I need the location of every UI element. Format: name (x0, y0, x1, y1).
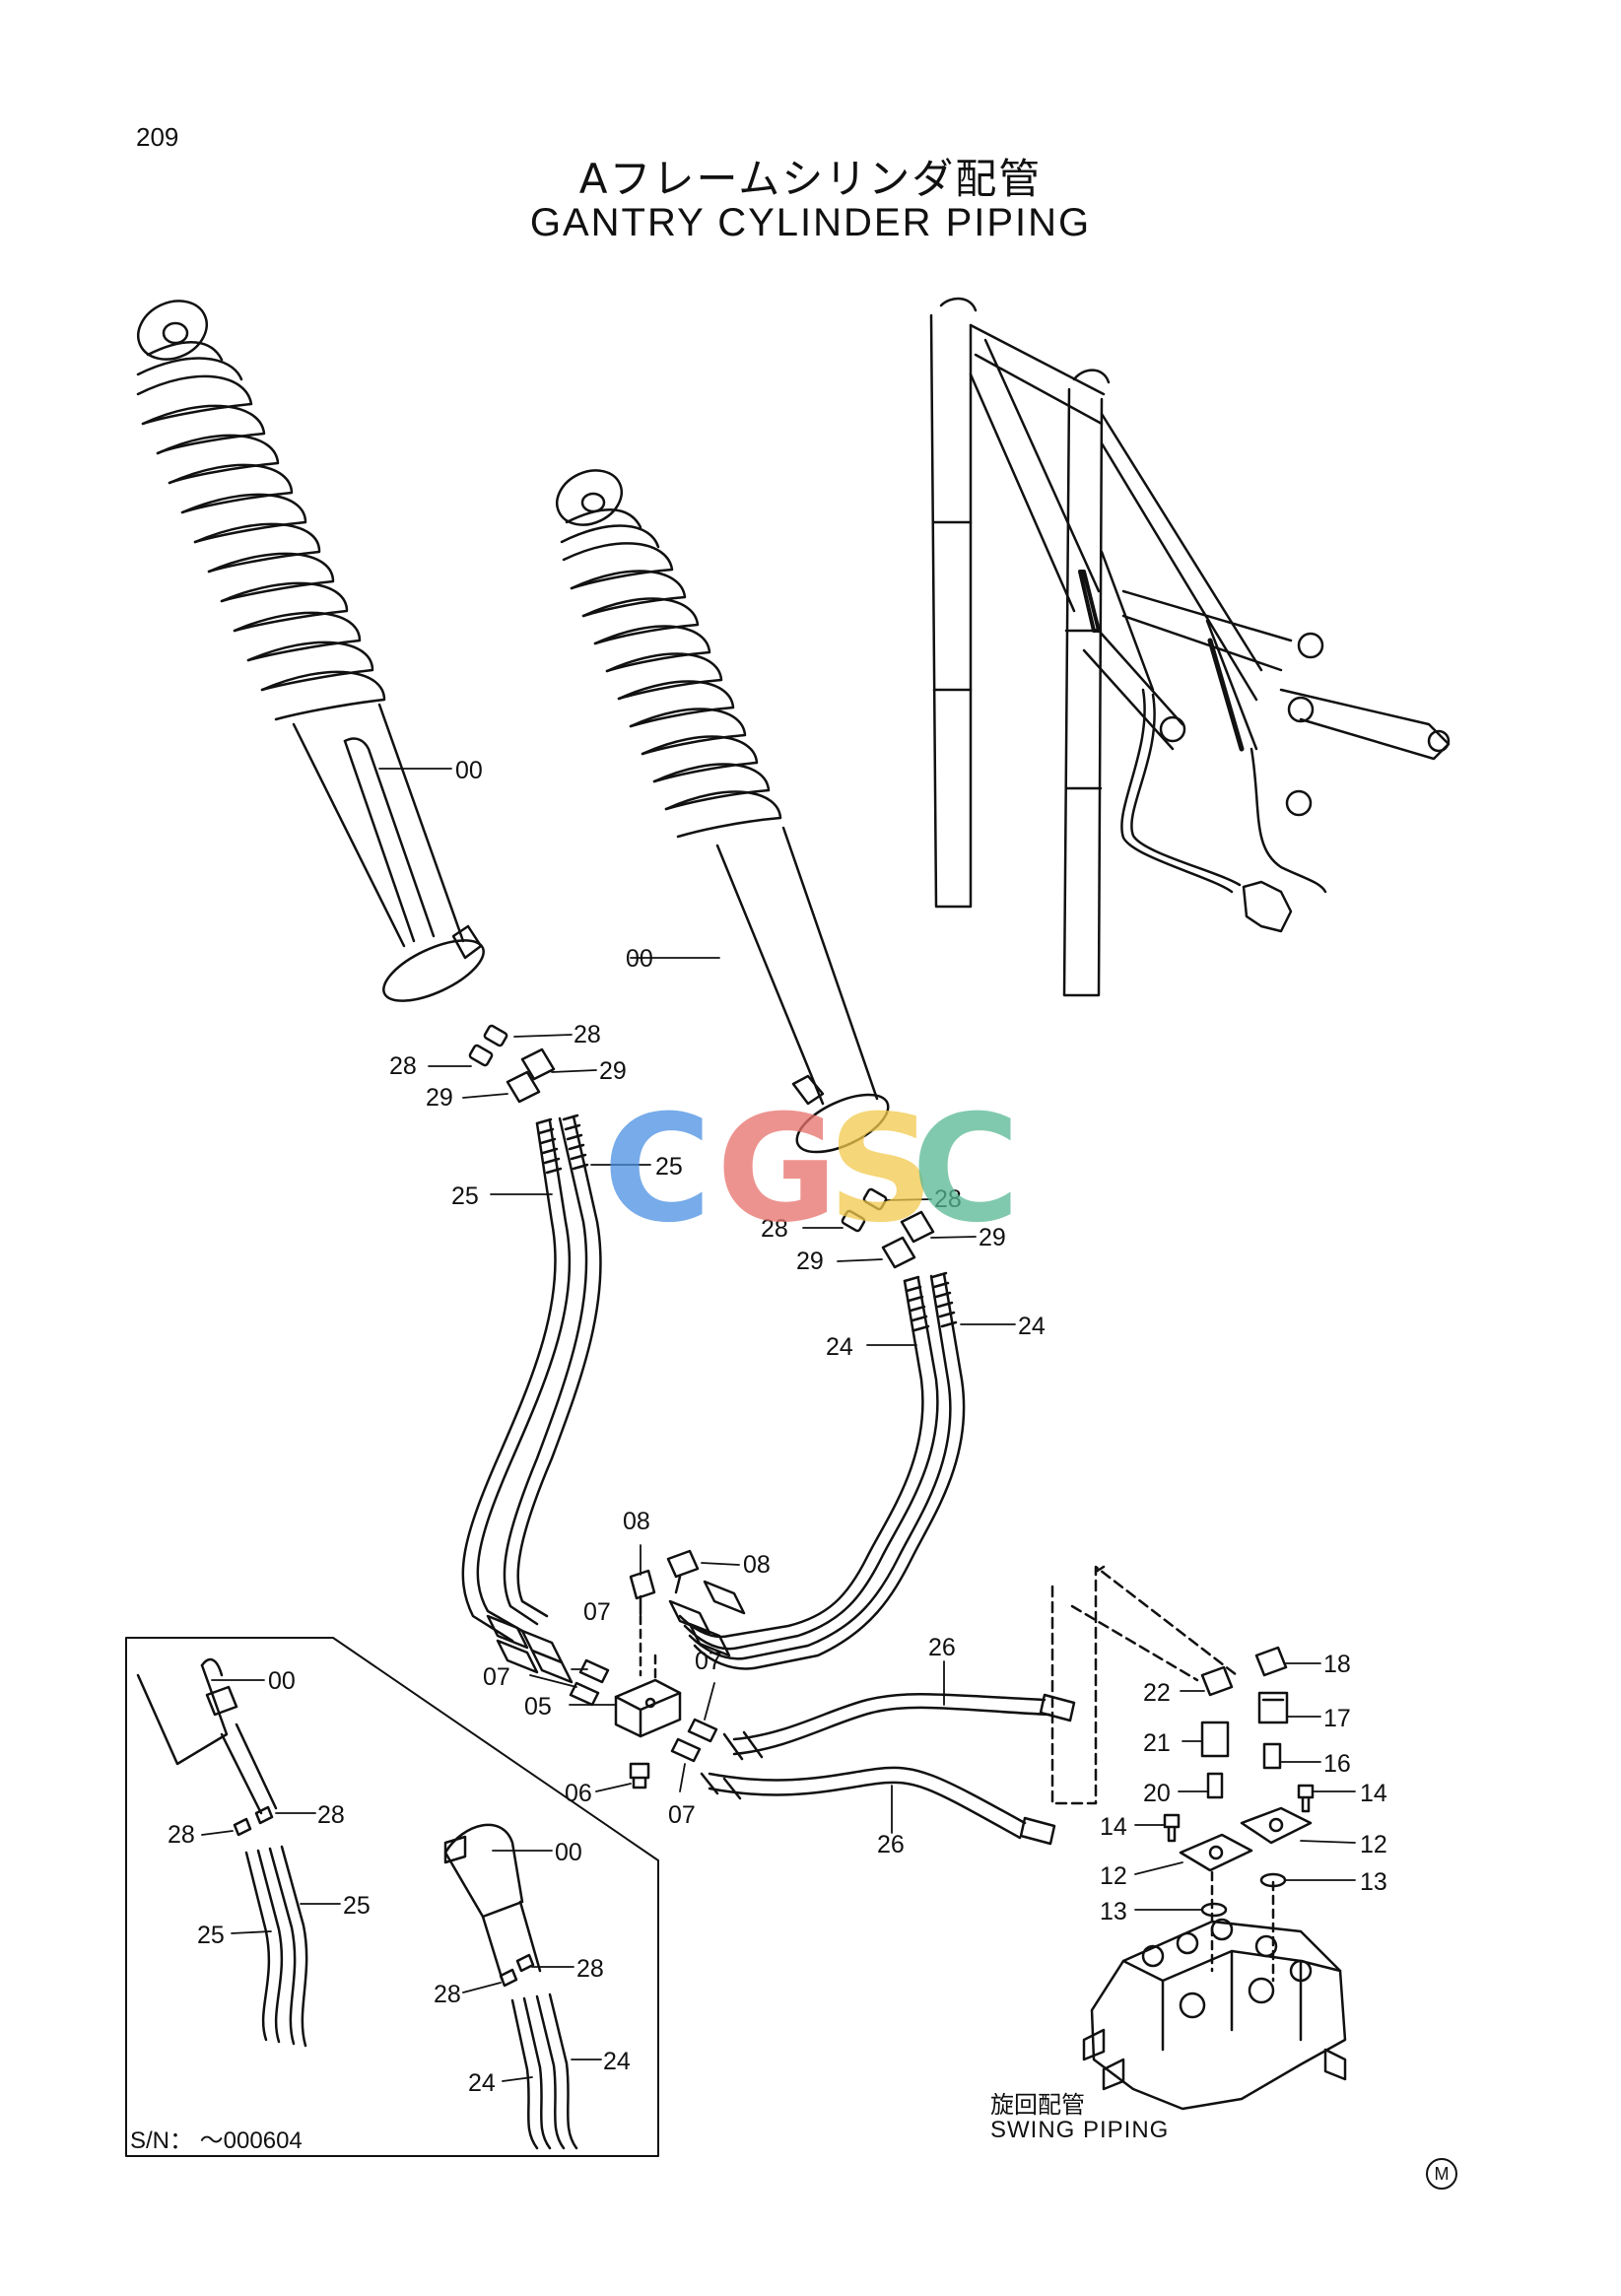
label-20: 20 (1143, 1780, 1171, 1807)
gantry-overview (929, 297, 1451, 997)
serial-number-note: S/N： ～000604 (130, 2127, 303, 2154)
label-28-c: 28 (934, 1185, 962, 1213)
label-08-a: 08 (623, 1508, 650, 1535)
label-12-b: 12 (1100, 1862, 1127, 1890)
label-28-d: 28 (761, 1215, 788, 1243)
swing-piping-label-japanese: 旋回配管 (990, 2091, 1085, 2119)
watermark-letter-2: G (716, 1084, 839, 1255)
label-29-d: 29 (796, 1248, 824, 1275)
label-14-a: 14 (1360, 1780, 1387, 1807)
label-22: 22 (1143, 1679, 1171, 1707)
label-29-a: 29 (599, 1057, 627, 1085)
label-07-b: 07 (695, 1648, 722, 1675)
swing-piping-label-english: SWING PIPING (990, 2117, 1170, 2143)
swing-piping (1050, 1565, 1347, 2111)
page-title-japanese: Aフレームシリンダ配管 (578, 155, 1043, 203)
label-07-a: 07 (583, 1598, 611, 1626)
label-24-inset-b: 24 (468, 2069, 496, 2097)
left-cylinder (136, 300, 485, 1002)
label-00-inset-a: 00 (268, 1667, 296, 1695)
hose-end-fittings (486, 1580, 746, 1684)
label-05: 05 (524, 1693, 552, 1721)
label-24-a: 24 (1018, 1313, 1046, 1340)
manual-mark-icon: M (1426, 2158, 1457, 2190)
label-28-a: 28 (574, 1021, 601, 1048)
label-12-a: 12 (1360, 1831, 1387, 1858)
label-07-d: 07 (668, 1801, 696, 1829)
junction-block (569, 1549, 718, 1790)
part-labels: 00 00 28 28 29 29 25 25 28 28 29 29 24 2… (168, 757, 1387, 2097)
label-25-inset-b: 25 (197, 1922, 225, 1949)
label-25-inset-a: 25 (343, 1892, 371, 1920)
label-21: 21 (1143, 1729, 1171, 1757)
label-17: 17 (1323, 1705, 1351, 1732)
inset-detail (136, 1657, 578, 2150)
label-13-b: 13 (1100, 1898, 1127, 1925)
watermark-letter-1: C (603, 1084, 712, 1255)
label-28-inset-b: 28 (168, 1821, 195, 1849)
label-13-a: 13 (1360, 1868, 1387, 1896)
label-25-a: 25 (655, 1153, 683, 1181)
label-28-inset-d: 28 (434, 1981, 461, 2008)
label-08-b: 08 (743, 1551, 771, 1579)
label-24-inset-a: 24 (603, 2048, 631, 2075)
page-number: 209 (136, 122, 179, 152)
watermark-letter-4: C (912, 1084, 1021, 1255)
label-26-a: 26 (928, 1634, 956, 1661)
label-24-b: 24 (826, 1333, 853, 1361)
label-25-b: 25 (451, 1182, 479, 1210)
watermark-letter-3: S (828, 1084, 935, 1255)
hoses-26 (700, 1692, 1076, 1846)
label-00-left: 00 (455, 757, 483, 784)
middle-fittings (841, 1187, 935, 1269)
middle-cylinder (556, 469, 890, 1154)
label-29-c: 29 (979, 1224, 1006, 1251)
label-07-c: 07 (483, 1663, 510, 1691)
hoses-25 (461, 1114, 602, 1643)
label-14-b: 14 (1100, 1813, 1127, 1841)
hoses-24 (678, 1271, 966, 1670)
label-00-middle: 00 (626, 945, 653, 973)
label-28-inset-c: 28 (576, 1955, 604, 1983)
label-28-b: 28 (389, 1052, 417, 1080)
inset-frame (125, 1637, 659, 2157)
label-06: 06 (565, 1780, 592, 1807)
label-18: 18 (1323, 1651, 1351, 1678)
label-26-b: 26 (877, 1831, 905, 1858)
label-16: 16 (1323, 1750, 1351, 1778)
label-00-inset-b: 00 (555, 1839, 582, 1866)
page-title-english: GANTRY CYLINDER PIPING (529, 201, 1092, 244)
left-fittings (468, 1024, 556, 1104)
label-28-inset-a: 28 (317, 1801, 345, 1829)
label-29-b: 29 (426, 1084, 453, 1112)
